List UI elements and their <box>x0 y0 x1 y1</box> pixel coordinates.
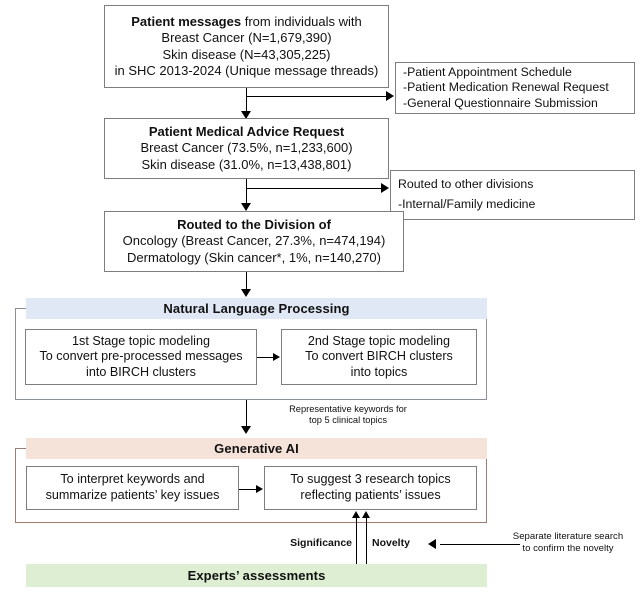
routed-division-line: Oncology (Breast Cancer, 27.3%, n=474,19… <box>122 233 386 249</box>
node-nlp-stage-2: 2nd Stage topic modeling To convert BIRC… <box>281 329 477 385</box>
connector-hline-literature <box>440 544 520 545</box>
patient-messages-line-1: Patient messages from individuals with <box>131 14 362 30</box>
literature-search-line: Separate literature search <box>512 531 624 542</box>
connector-hline-genai-steps <box>239 489 258 490</box>
patient-messages-strong: Patient messages <box>131 14 242 30</box>
routed-division-title: Routed to the Division of <box>177 217 331 233</box>
arrow-down-to-nlp <box>241 289 251 297</box>
arrow-up-novelty <box>362 511 370 518</box>
genai-step-2-line: To suggest 3 research topics <box>290 472 451 487</box>
node-patient-messages: Patient messages from individuals with B… <box>104 5 389 88</box>
connector-vline-nlp-to-genai <box>246 400 247 430</box>
connector-vline-to-nlp <box>246 272 247 294</box>
connector-hline-nlp-stages <box>257 357 274 358</box>
genai-step-2-line: reflecting patients’ issues <box>300 488 441 502</box>
nlp-stage-1-line: 1st Stage topic modeling <box>72 333 210 348</box>
arrow-down-to-advice-request <box>241 111 251 119</box>
nlp-stage-1-line: into BIRCH clusters <box>86 364 196 379</box>
node-genai-step-1: To interpret keywords and summarize pati… <box>26 466 239 510</box>
routed-division-line: Dermatology (Skin cancer*, 1%, n=140,270… <box>127 249 381 265</box>
keywords-note-line: top 5 clinical topics <box>308 415 388 426</box>
excluded-request-item: -Patient Appointment Schedule <box>403 65 572 80</box>
node-other-divisions: Routed to other divisions -Internal/Fami… <box>390 170 635 220</box>
arrow-up-significance <box>352 511 360 518</box>
experts-assessments-label: Experts’ assessments <box>187 568 326 583</box>
genai-section-header: Generative AI <box>26 438 487 459</box>
genai-section-header-label: Generative AI <box>214 441 299 456</box>
nlp-stage-1-line: To convert pre-processed messages <box>39 349 243 364</box>
other-divisions-item: -Internal/Family medicine <box>398 196 536 211</box>
node-routed-division: Routed to the Division of Oncology (Brea… <box>104 211 404 272</box>
connector-vline-second <box>246 179 247 210</box>
nlp-section-header: Natural Language Processing <box>26 298 487 319</box>
genai-step-1-line: To interpret keywords and <box>60 472 205 487</box>
nlp-stage-2-line: 2nd Stage topic modeling <box>307 333 451 348</box>
patient-messages-line-2: Breast Cancer (N=1,679,390) <box>161 30 332 46</box>
connector-hline-to-excluded <box>246 96 387 97</box>
connector-hline-to-other-divisions <box>246 188 382 189</box>
arrow-right-to-other-divisions <box>381 183 389 193</box>
patient-messages-line-4: in SHC 2013-2024 (Unique message threads… <box>114 62 379 78</box>
literature-search-line: to confirm the novelty <box>522 542 614 554</box>
arrow-right-to-excluded <box>386 91 394 101</box>
novelty-label: Novelty <box>372 537 410 549</box>
excluded-request-item: -Patient Medication Renewal Request <box>403 80 609 95</box>
arrow-right-genai-step-2 <box>256 485 263 493</box>
keywords-note: Representative keywords for top 5 clinic… <box>253 404 443 427</box>
experts-assessments-bar: Experts’ assessments <box>26 564 487 587</box>
arrow-down-to-routed-division <box>241 203 251 211</box>
excluded-request-item: -General Questionnaire Submission <box>403 95 598 110</box>
arrow-down-to-genai <box>241 426 251 434</box>
medical-advice-title: Patient Medical Advice Request <box>148 124 345 140</box>
nlp-stage-2-line: To convert BIRCH clusters <box>305 349 453 364</box>
patient-messages-line-3: Skin disease (N=43,305,225) <box>162 46 331 62</box>
connector-vline-top <box>246 88 247 119</box>
feedback-line-significance <box>356 518 357 566</box>
nlp-section-header-label: Natural Language Processing <box>163 301 350 316</box>
node-nlp-stage-1: 1st Stage topic modeling To convert pre-… <box>25 329 257 385</box>
arrow-right-nlp-stage-2 <box>273 353 280 361</box>
node-medical-advice-request: Patient Medical Advice Request Breast Ca… <box>104 118 389 179</box>
arrow-left-literature-search <box>428 539 436 549</box>
genai-step-1-line: summarize patients’ key issues <box>45 488 220 502</box>
significance-label: Significance <box>290 537 352 549</box>
feedback-line-novelty <box>366 518 367 566</box>
node-excluded-requests: -Patient Appointment Schedule -Patient M… <box>395 62 635 114</box>
literature-search-note: Separate literature search to confirm th… <box>500 531 636 554</box>
keywords-note-line: Representative keywords for <box>289 404 407 414</box>
other-divisions-title: Routed to other divisions <box>398 177 534 191</box>
medical-advice-line: Breast Cancer (73.5%, n=1,233,600) <box>140 140 353 156</box>
medical-advice-line: Skin disease (31.0%, n=13,438,801) <box>141 156 352 172</box>
node-genai-step-2: To suggest 3 research topics reflecting … <box>264 466 477 510</box>
nlp-stage-2-line: into topics <box>350 364 408 379</box>
